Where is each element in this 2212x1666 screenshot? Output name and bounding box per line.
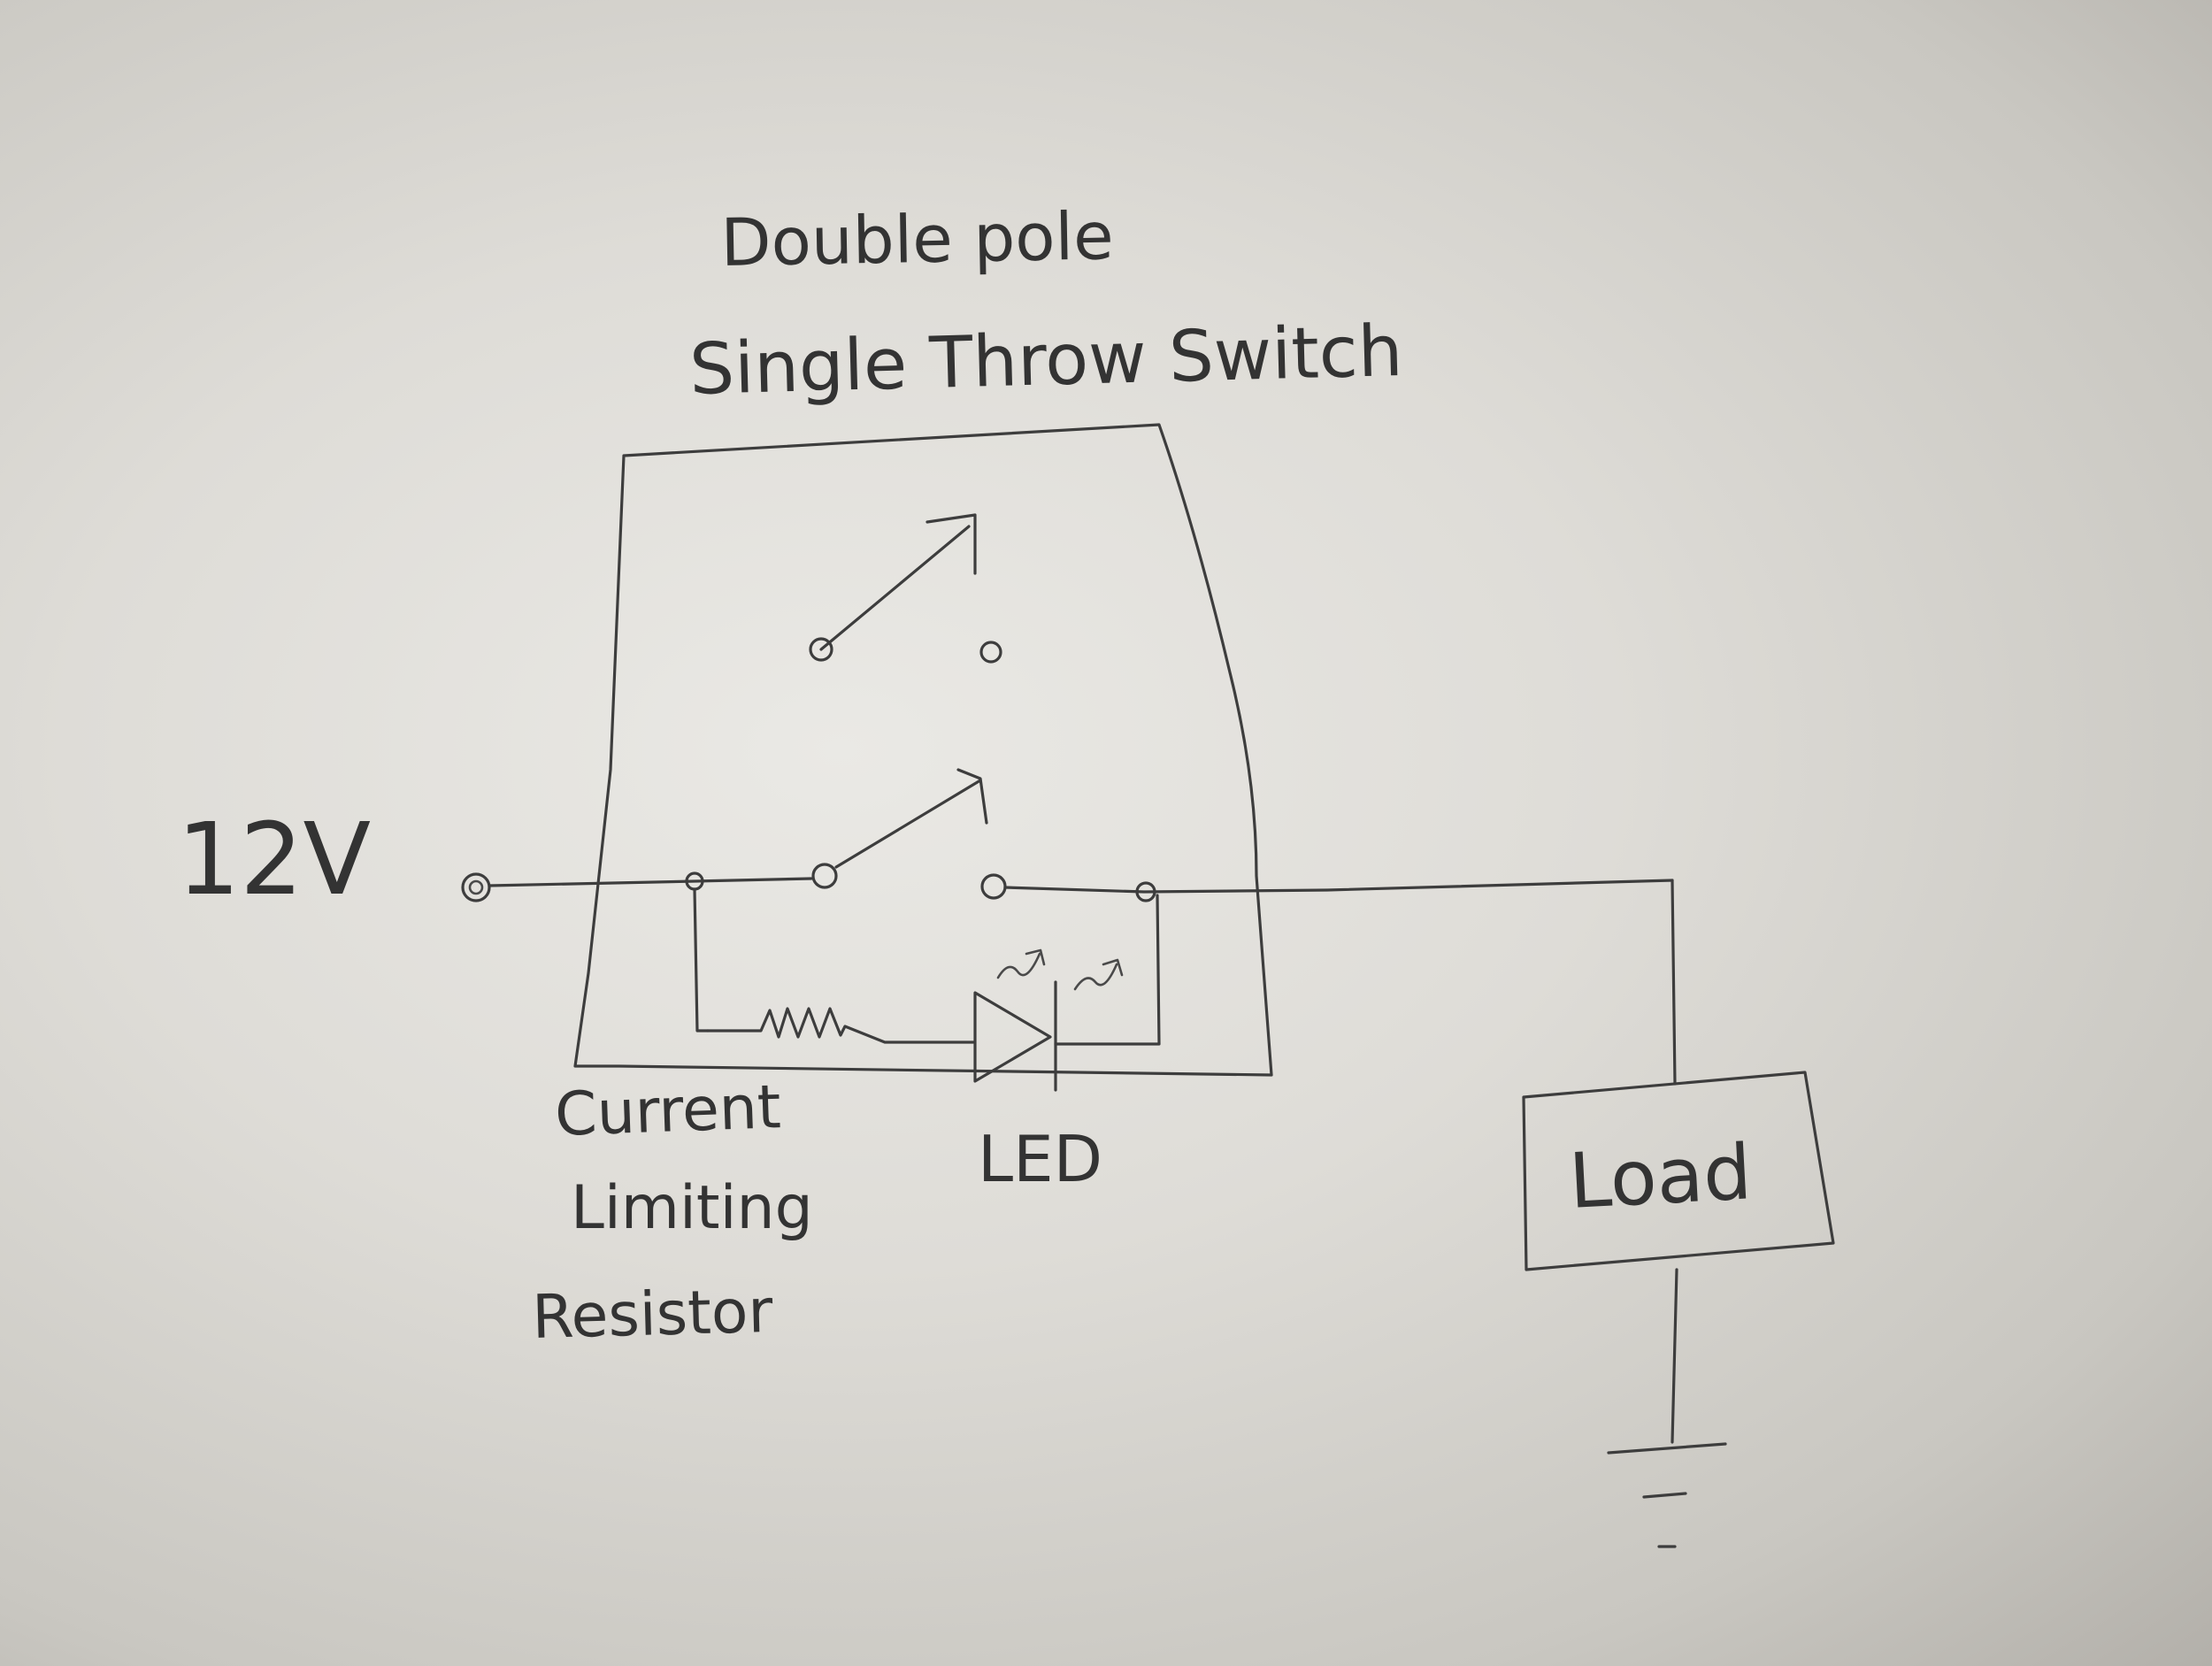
lower-switch-pole bbox=[811, 768, 1007, 900]
input-wire bbox=[488, 877, 813, 887]
upper-pole-throw-terminal bbox=[979, 641, 1002, 664]
resistor-icon bbox=[706, 1007, 975, 1044]
switch-housing-box bbox=[573, 423, 1273, 1077]
led-label: LED bbox=[978, 1122, 1102, 1196]
voltage-label: 12V bbox=[177, 802, 371, 917]
ground-icon bbox=[1607, 1442, 1727, 1548]
upper-switch-pole bbox=[809, 513, 1002, 664]
lower-pole-lever-arrowhead bbox=[956, 768, 988, 825]
switch-title-line1: Double pole bbox=[720, 198, 1115, 281]
led-emission-arrow-1 bbox=[996, 948, 1046, 979]
led-triangle bbox=[973, 991, 1052, 1083]
output-junction-node bbox=[1135, 881, 1156, 902]
resistor-label-line1: Current bbox=[554, 1072, 782, 1150]
output-wire bbox=[1003, 879, 1674, 894]
lower-pole-throw-terminal bbox=[980, 873, 1007, 900]
upper-pole-lever bbox=[819, 525, 971, 651]
input-terminal-12v bbox=[461, 872, 491, 902]
indicator-branch-wire-left bbox=[693, 887, 710, 1033]
upper-pole-lever-arrowhead bbox=[926, 513, 977, 575]
load-supply-wire bbox=[1671, 879, 1677, 1086]
switch-title-line2: Single Throw Switch bbox=[688, 310, 1404, 411]
lower-pole-common-terminal bbox=[811, 863, 838, 889]
led-icon bbox=[973, 948, 1124, 1092]
led-emission-arrow-2 bbox=[1073, 958, 1124, 991]
indicator-branch-wire-right bbox=[1054, 894, 1161, 1046]
load-box bbox=[1522, 1071, 1835, 1271]
resistor-label-line3: Resistor bbox=[531, 1277, 773, 1353]
ground-wire bbox=[1671, 1268, 1678, 1444]
input-terminal-12v-inner bbox=[468, 879, 484, 895]
lower-pole-lever bbox=[834, 779, 982, 869]
upper-pole-common-terminal bbox=[809, 637, 833, 662]
resistor-label-line2: Limiting bbox=[571, 1173, 813, 1243]
load-label: Load bbox=[1567, 1128, 1754, 1226]
